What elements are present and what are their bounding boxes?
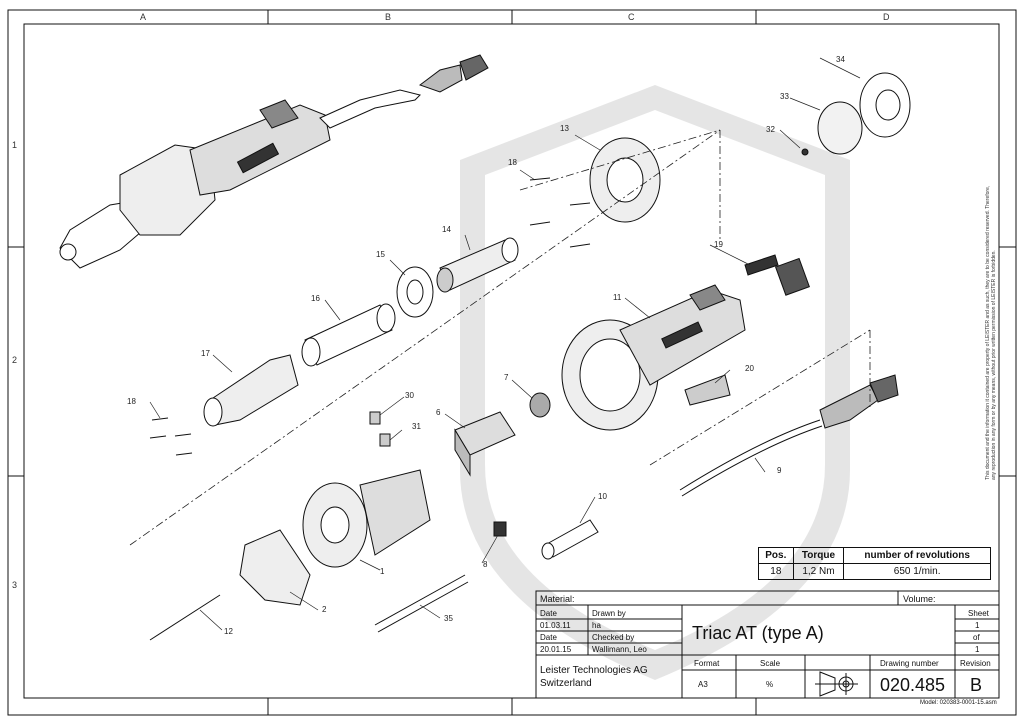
torque-cell-revolutions: 650 1/min.	[843, 563, 991, 580]
part-13-housing-cap	[589, 137, 661, 223]
callout-30: 30	[405, 391, 414, 400]
torque-header-revolutions: number of revolutions	[843, 547, 991, 564]
torque-header-torque: Torque	[792, 547, 845, 564]
assembled-heat-gun	[59, 54, 489, 269]
callout-10: 10	[598, 492, 607, 501]
revision-label: Revision	[960, 659, 991, 668]
torque-cell-pos: 18	[758, 563, 794, 580]
callout-11: 11	[613, 293, 622, 302]
date-1: 01.03.11	[540, 621, 571, 630]
callout-16: 16	[311, 294, 320, 303]
column-label-a: A	[140, 12, 147, 22]
callout-13: 13	[560, 124, 569, 133]
parts-32-34-end-caps	[801, 72, 911, 156]
title-block-frame	[535, 590, 1000, 699]
callout-34: 34	[836, 55, 845, 64]
row-label-2: 2	[12, 355, 18, 365]
part-11-main-housing	[561, 284, 746, 431]
part-1-blower-motor	[302, 469, 431, 568]
part-7-coupling	[529, 392, 551, 418]
torque-header-pos: Pos.	[758, 547, 794, 564]
part-15-gasket	[396, 266, 434, 318]
part-2-base-plate	[239, 529, 311, 606]
row-label-1: 1	[12, 140, 18, 150]
projection-symbol-icon	[815, 671, 858, 697]
callout-31: 31	[412, 422, 421, 431]
callout-32: 32	[766, 125, 775, 134]
company-line-2: Switzerland	[540, 678, 592, 689]
model-note: Model: 020383-0001-15.asm	[920, 700, 997, 706]
checked-by: Wallimann, Leo	[592, 645, 647, 654]
drawing-title: Triac AT (type A)	[692, 623, 824, 643]
sheet-total: 1	[975, 645, 980, 654]
callout-33: 33	[780, 92, 789, 101]
callout-12: 12	[224, 627, 233, 636]
company-line-1: Leister Technologies AG	[540, 665, 648, 676]
column-label-b: B	[385, 12, 392, 22]
revision-value: B	[970, 675, 983, 695]
drawing-number: 020.485	[880, 675, 946, 695]
material-label: Material:	[540, 594, 575, 604]
part-10-shaft	[541, 519, 599, 560]
date-label-1: Date	[540, 609, 557, 618]
sheet-number: 1	[975, 621, 980, 630]
part-16-tube	[301, 303, 396, 367]
callout-17: 17	[201, 349, 210, 358]
callout-7: 7	[504, 373, 509, 382]
part-20-label	[684, 374, 731, 406]
of-label: of	[973, 633, 980, 642]
callout-2: 2	[322, 605, 327, 614]
callout-14: 14	[442, 225, 451, 234]
date-label-2: Date	[540, 633, 557, 642]
part-14-heating-element	[436, 237, 519, 293]
part-19-switch	[744, 254, 779, 276]
date-2: 20.01.15	[540, 645, 572, 654]
format-value: A3	[698, 680, 708, 689]
column-label-d: D	[883, 12, 890, 22]
torque-cell-torque: 1,2 Nm	[792, 563, 845, 580]
format-label: Format	[694, 659, 720, 668]
callout-15: 15	[376, 250, 385, 259]
drawn-by-label: Drawn by	[592, 609, 626, 618]
drawn-by: ha	[592, 621, 601, 630]
callout-19: 19	[714, 240, 723, 249]
scale-label: Scale	[760, 659, 781, 668]
callout-9: 9	[777, 466, 782, 475]
checked-by-label: Checked by	[592, 633, 635, 642]
part-17-nozzle	[203, 354, 299, 427]
volume-label: Volume:	[903, 594, 936, 604]
callout-18-left: 18	[127, 397, 136, 406]
part-6-electronics	[454, 411, 516, 477]
parts-30-31-clips	[369, 411, 391, 447]
column-label-c: C	[628, 12, 635, 22]
part-8-brush	[493, 521, 507, 537]
part-9-cable	[679, 374, 899, 497]
callout-18-top: 18	[508, 158, 517, 167]
legal-notice: This document and the information it con…	[985, 185, 997, 480]
scale-value: %	[766, 680, 774, 689]
part-35-wires	[374, 574, 469, 633]
callout-35: 35	[444, 614, 453, 623]
callout-1: 1	[380, 567, 385, 576]
sheet-label: Sheet	[968, 609, 989, 618]
drawing-number-label: Drawing number	[880, 659, 939, 668]
torque-table: Pos. Torque number of revolutions 18 1,2…	[758, 547, 991, 580]
row-label-3: 3	[12, 580, 18, 590]
screws-18-top	[529, 177, 591, 248]
part-12-sensor	[149, 594, 221, 641]
callout-20: 20	[745, 364, 754, 373]
callout-8: 8	[483, 560, 488, 569]
screws-18-left	[149, 417, 193, 456]
callout-6: 6	[436, 408, 441, 417]
